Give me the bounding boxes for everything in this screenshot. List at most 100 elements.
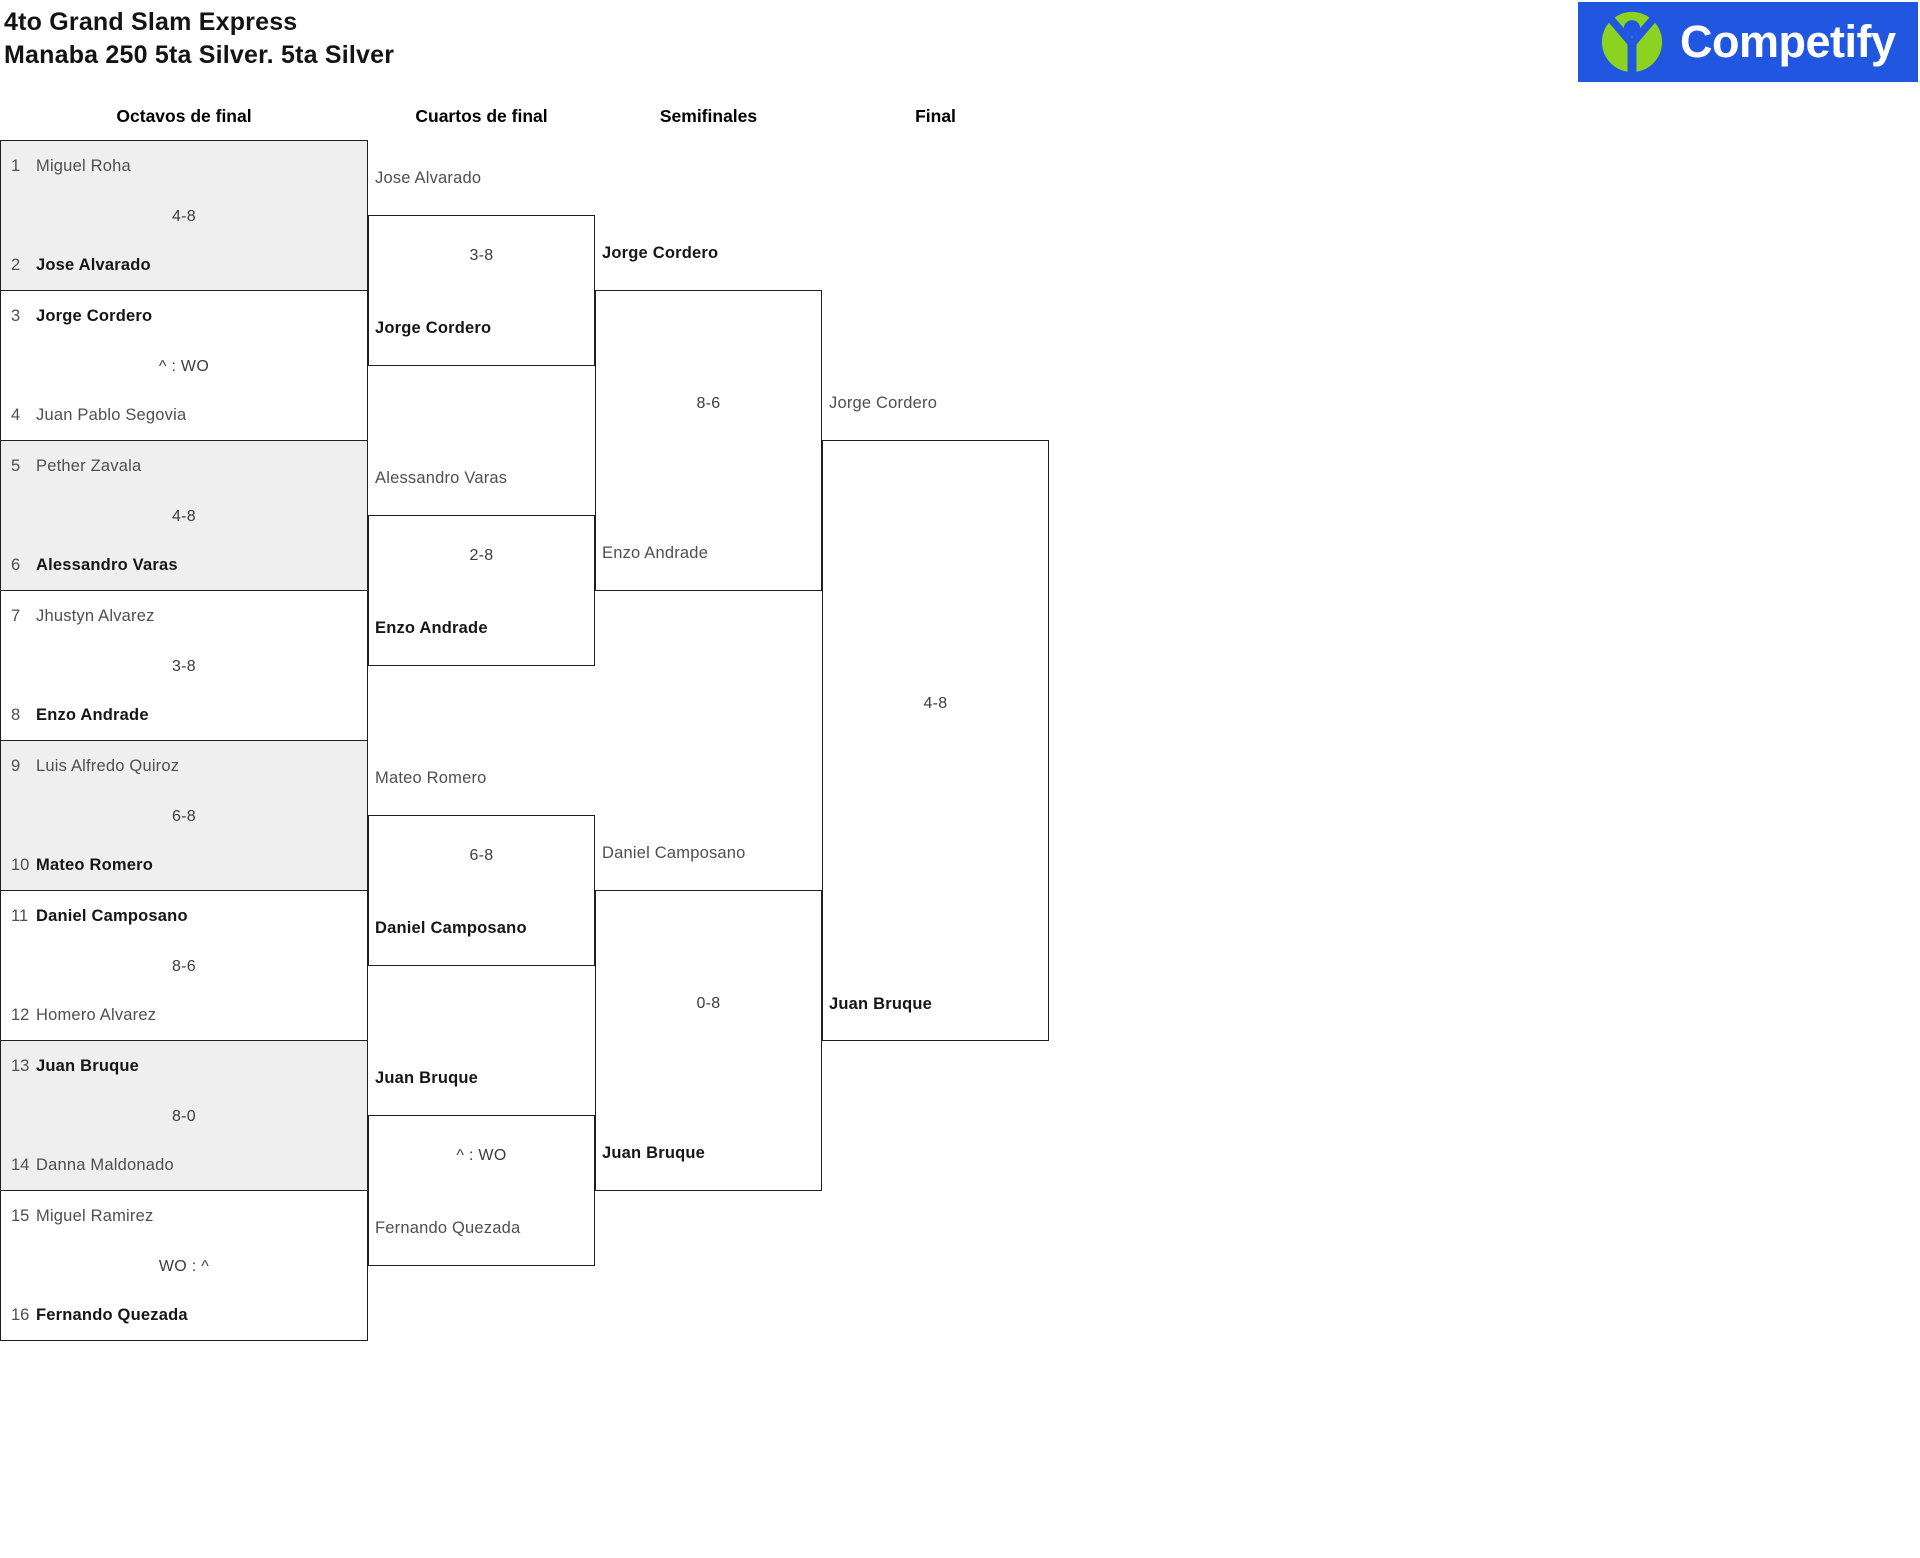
match-score: ^ : WO — [456, 1147, 507, 1164]
seed-number: 10 — [11, 856, 30, 874]
player-name: Mateo Romero — [375, 769, 487, 787]
match-score: 8-6 — [171, 958, 197, 975]
seed-number: 7 — [11, 607, 21, 625]
match-box — [368, 1115, 595, 1266]
player-name: Fernando Quezada — [36, 1306, 188, 1324]
seed-number: 5 — [11, 457, 21, 475]
match-score: WO : ^ — [158, 1258, 210, 1275]
seed-number: 3 — [11, 307, 21, 325]
player-name: Mateo Romero — [36, 856, 153, 874]
player-name: Juan Bruque — [36, 1057, 140, 1075]
match-score: 0-8 — [696, 995, 721, 1012]
seed-number: 4 — [11, 406, 21, 424]
player-slot: 15 Miguel Ramirez — [11, 1205, 359, 1227]
match-cuartos-3: Mateo Romero 6-8 Daniel Camposano — [368, 767, 595, 966]
match-score: 4-8 — [923, 695, 948, 712]
match-box — [595, 290, 822, 591]
player-name: Pether Zavala — [36, 457, 142, 475]
seed-number: 9 — [11, 757, 21, 775]
match-score: 3-8 — [469, 247, 494, 264]
player-name: Miguel Roha — [36, 157, 131, 175]
player-slot: 4 Juan Pablo Segovia — [11, 404, 359, 426]
tournament-title-line1: 4to Grand Slam Express — [4, 8, 298, 36]
player-name: Jose Alvarado — [375, 169, 482, 187]
player-name: Daniel Camposano — [602, 844, 746, 862]
player-slot: 5 Pether Zavala — [11, 455, 359, 477]
match-cuartos-1: Jose Alvarado 3-8 Jorge Cordero — [368, 167, 595, 366]
match-score: 6-8 — [171, 808, 197, 825]
match-box — [822, 440, 1049, 1041]
seed-number: 2 — [11, 256, 21, 274]
logo-wordmark: Competify — [1680, 16, 1896, 67]
seed-number: 8 — [11, 706, 21, 724]
match-cuartos-4: Juan Bruque ^ : WO Fernando Quezada — [368, 1067, 595, 1266]
player-name: Enzo Andrade — [375, 619, 488, 637]
match-box — [368, 515, 595, 666]
player-name: Enzo Andrade — [602, 544, 709, 562]
player-name: Miguel Ramirez — [36, 1207, 154, 1225]
player-slot: 11 Daniel Camposano — [11, 905, 359, 927]
round-header-semifinales: Semifinales — [659, 106, 758, 126]
tournament-title: 4to Grand Slam Express Manaba 250 5ta Si… — [4, 6, 394, 72]
match-score: 6-8 — [469, 847, 494, 864]
player-slot: 6 Alessandro Varas — [11, 554, 359, 576]
round-header-final: Final — [915, 106, 956, 126]
match-score: 4-8 — [171, 208, 197, 225]
player-name: Jorge Cordero — [375, 319, 492, 337]
player-name: Juan Bruque — [602, 1144, 706, 1162]
match-octavos-8: 15 Miguel Ramirez WO : ^ 16 Fernando Queza… — [0, 1190, 368, 1341]
seed-number: 1 — [11, 157, 21, 175]
match-cuartos-2: Alessandro Varas 2-8 Enzo Andrade — [368, 467, 595, 666]
seed-number: 6 — [11, 556, 21, 574]
player-name: Juan Bruque — [829, 995, 933, 1013]
player-slot: 16 Fernando Quezada — [11, 1304, 359, 1326]
player-slot: 13 Juan Bruque — [11, 1055, 359, 1077]
player-slot: 7 Jhustyn Alvarez — [11, 605, 359, 627]
match-semifinal-2: Daniel Camposano 0-8 Juan Bruque — [595, 842, 822, 1191]
match-octavos-4: 7 Jhustyn Alvarez 3-8 8 Enzo Andrade — [0, 590, 368, 741]
player-slot: 10 Mateo Romero — [11, 854, 359, 876]
player-name: Alessandro Varas — [36, 556, 178, 574]
player-name: Juan Pablo Segovia — [36, 406, 187, 424]
match-box — [595, 890, 822, 1191]
player-name: Jhustyn Alvarez — [36, 607, 155, 625]
match-score: 2-8 — [469, 547, 494, 564]
match-score: 8-0 — [171, 1108, 197, 1125]
round-header-cuartos: Cuartos de final — [415, 106, 548, 126]
match-score: ^ : WO — [158, 358, 210, 375]
match-score: 4-8 — [171, 508, 197, 525]
player-name: Daniel Camposano — [375, 919, 527, 937]
player-name: Daniel Camposano — [36, 907, 188, 925]
player-name: Homero Alvarez — [36, 1006, 157, 1024]
seed-number: 16 — [11, 1306, 30, 1324]
player-slot: 1 Miguel Roha — [11, 155, 359, 177]
match-score: 3-8 — [171, 658, 197, 675]
player-slot: 8 Enzo Andrade — [11, 704, 359, 726]
player-name: Juan Bruque — [375, 1069, 479, 1087]
player-name: Danna Maldonado — [36, 1156, 174, 1174]
seed-number: 11 — [11, 907, 29, 925]
player-name: Fernando Quezada — [375, 1219, 521, 1237]
tournament-title-line2: Manaba 250 5ta Silver. 5ta Silver — [4, 41, 395, 69]
match-box — [368, 815, 595, 966]
match-octavos-3: 5 Pether Zavala 4-8 6 Alessandro Varas — [0, 440, 368, 591]
match-semifinal-1: Jorge Cordero 8-6 Enzo Andrade — [595, 242, 822, 591]
match-score: 8-6 — [696, 395, 721, 412]
competify-logo: Competify — [1578, 2, 1918, 82]
player-name: Jorge Cordero — [829, 394, 938, 412]
match-box — [368, 215, 595, 366]
player-name: Enzo Andrade — [36, 706, 149, 724]
person-in-circle-icon — [1601, 11, 1663, 74]
seed-number: 13 — [11, 1057, 30, 1075]
seed-number: 15 — [11, 1207, 30, 1225]
